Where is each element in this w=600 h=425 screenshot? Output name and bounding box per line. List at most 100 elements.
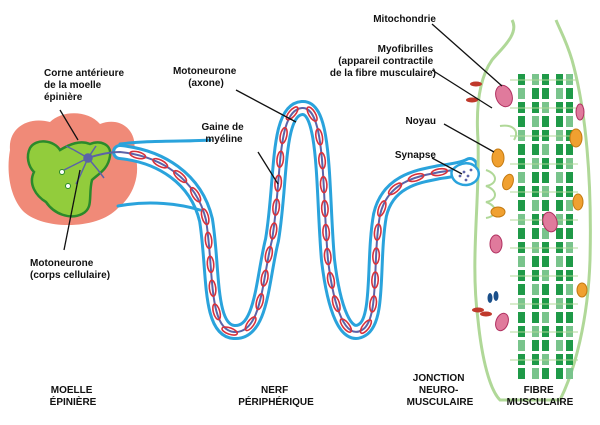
myofibril-band: [542, 144, 549, 155]
myelin-segment: [339, 318, 353, 333]
myofibril-band: [566, 228, 573, 239]
myelin-segment: [331, 295, 341, 313]
sarcolemma-ridges: [485, 124, 518, 219]
myelin-segment: [323, 247, 332, 266]
label-noyau: Noyau: [405, 116, 436, 127]
myofibril-band: [532, 144, 539, 155]
myelin-segment: [430, 167, 449, 177]
myofibril-band: [556, 144, 563, 155]
myelin-segment: [152, 157, 169, 169]
muscle-fiber: [450, 19, 592, 402]
myofibril-band: [556, 200, 563, 211]
myofibril-band: [542, 88, 549, 99]
nuclei: [490, 128, 588, 298]
myofibril-band: [532, 228, 539, 239]
myofibril-band: [532, 340, 539, 351]
myelin-segment: [314, 128, 324, 146]
myelin-segment: [204, 231, 213, 250]
myelin-segment: [129, 150, 147, 160]
myelin-segment: [322, 223, 331, 242]
myofibril-band: [566, 116, 573, 127]
myofibril-band: [556, 116, 563, 127]
myofibril-band: [518, 172, 525, 183]
myofibril-band: [556, 368, 563, 379]
label-myofibrilles: Myofibrilles (appareil contractile de la…: [330, 44, 436, 79]
myelin-segment: [359, 319, 373, 335]
myofibril-band: [532, 116, 539, 127]
myofibril-band: [518, 312, 525, 323]
myelin-segment: [264, 245, 274, 264]
myofibril-band: [532, 312, 539, 323]
myofibril-band: [532, 200, 539, 211]
myelin-segment: [279, 126, 288, 145]
myelin-segment: [320, 199, 329, 218]
myofibril-band: [542, 312, 549, 323]
myofibril-band: [566, 312, 573, 323]
myelin-segment: [221, 326, 239, 336]
myofibril-band: [556, 228, 563, 239]
myelin-segment: [212, 303, 222, 321]
myelin-segment: [269, 222, 278, 240]
myofibril-band: [566, 256, 573, 267]
myofibril-band: [518, 116, 525, 127]
myelin-segment: [285, 106, 299, 121]
myofibril-band: [532, 172, 539, 183]
myofibrils: [510, 74, 578, 379]
myofibril-band: [566, 200, 573, 211]
myofibril-band: [542, 200, 549, 211]
myofibril-band: [518, 88, 525, 99]
myofibril-band: [518, 340, 525, 351]
myofibril-band: [566, 88, 573, 99]
myelin-segment: [387, 182, 403, 196]
myelin-segment: [272, 198, 281, 216]
myelin-segment: [373, 223, 382, 241]
label-synapse: Synapse: [395, 150, 437, 161]
myofibril-band: [542, 284, 549, 295]
myelin-segment: [276, 150, 285, 169]
myofibril-band: [556, 312, 563, 323]
label-mitochondrie: Mitochondrie: [373, 14, 436, 25]
myelin-segment: [306, 106, 318, 122]
myelin-segment: [189, 186, 202, 203]
myelin-segment: [318, 151, 327, 170]
section-fibre: FIBRE MUSCULAIRE: [507, 385, 574, 408]
myofibril-band: [556, 172, 563, 183]
myofibril-band: [556, 256, 563, 267]
myelin-segment: [274, 174, 283, 193]
myofibril-band: [566, 284, 573, 295]
myelin-segment: [376, 200, 387, 217]
myelin-segment: [407, 172, 425, 183]
myelin-segment: [244, 316, 257, 332]
section-nerf: NERF PÉRIPHÉRIQUE: [238, 385, 314, 408]
myofibril-band: [518, 368, 525, 379]
nerve-upper-edge: [118, 138, 212, 146]
section-jonction: JONCTION NEURO- MUSCULAIRE: [407, 373, 474, 408]
myelin-segment: [208, 279, 217, 298]
myelin-segment: [372, 247, 381, 265]
myelin-segment: [206, 255, 215, 274]
myofibril-band: [556, 284, 563, 295]
annotation-labels: Corne antérieure de la moelle épinière M…: [30, 14, 436, 281]
myofibril-band: [566, 172, 573, 183]
synapse-terminal: [450, 162, 481, 187]
myofibril-band: [532, 256, 539, 267]
myofibril-band: [542, 340, 549, 351]
myofibril-band: [556, 88, 563, 99]
pointer-lines: [59, 23, 503, 251]
myofibril-band: [532, 88, 539, 99]
peripheral-nerve: [87, 100, 478, 340]
myofibril-band: [532, 368, 539, 379]
label-motoneurone-corps: Motoneurone (corps cellulaire): [30, 258, 110, 281]
capillaries: [466, 81, 499, 317]
myofibril-band: [518, 228, 525, 239]
myofibril-band: [532, 284, 539, 295]
myofibril-band: [542, 172, 549, 183]
myelin-segment: [200, 208, 210, 226]
nerve-lower-edge: [116, 201, 202, 212]
myelin-segment: [368, 295, 378, 313]
myofibril-band: [566, 340, 573, 351]
myelin-segment: [173, 169, 188, 184]
myofibril-band: [518, 200, 525, 211]
motoneuron-cell-body: [63, 145, 105, 185]
